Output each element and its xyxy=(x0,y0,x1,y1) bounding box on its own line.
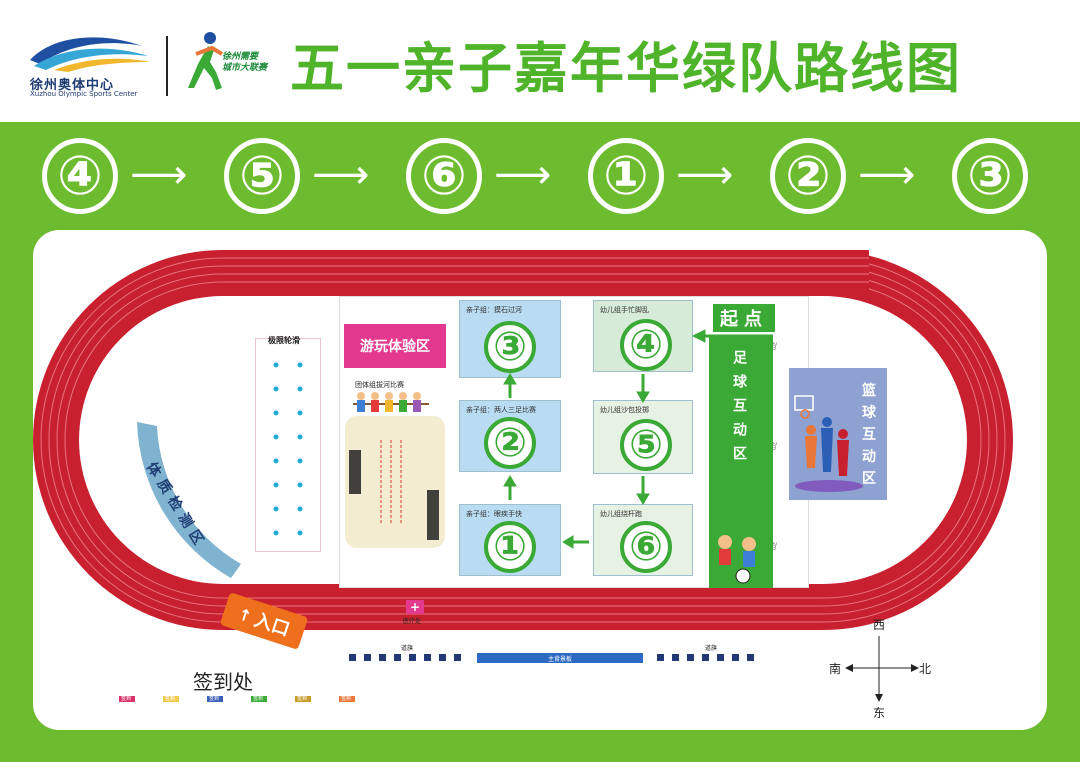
route-step-2: ② xyxy=(770,138,846,214)
route-step-1: ① xyxy=(588,138,664,214)
compass-east: 东 xyxy=(873,706,886,720)
flag-right-label: 道旗 xyxy=(705,645,718,652)
tug-of-war-label: 团体组拔河比赛 xyxy=(355,381,404,389)
measure-mark: 2m xyxy=(771,542,777,551)
runner-figure-icon xyxy=(188,32,224,90)
medical-cross-icon: + xyxy=(406,600,424,614)
station-2-caption: 亲子组：两人三足比赛 xyxy=(466,406,536,414)
flag-icon xyxy=(409,654,416,661)
compass-north: 北 xyxy=(919,662,932,676)
flag-icon xyxy=(349,654,356,661)
station-3-zone: 亲子组：摸石过河 ③ xyxy=(459,300,561,378)
route-arrow-icon: ⟶ xyxy=(494,152,552,198)
station-5-zone: 幼儿组沙包投掷 ⑤ xyxy=(593,400,693,474)
checkin-title: 签到处 xyxy=(193,670,253,694)
station-1-zone: 亲子组：眼疾手快 ① xyxy=(459,504,561,576)
logo2-name: 徐州需要城市大联赛 xyxy=(222,52,268,73)
route-step-4: ④ xyxy=(42,138,118,214)
flag-icon xyxy=(672,654,679,661)
flag-left-label: 道旗 xyxy=(401,645,414,652)
flag-icon xyxy=(439,654,446,661)
compass-south: 南 xyxy=(829,662,842,676)
compass-west: 西 xyxy=(873,618,886,632)
page-title: 五一亲子嘉年华绿队路线图 xyxy=(290,37,962,100)
checkin-desk: 签到处 xyxy=(339,696,355,709)
station-2-marker: ② xyxy=(484,417,536,469)
route-arrow-icon: ⟶ xyxy=(312,152,370,198)
route-arrow-icon: ⟶ xyxy=(858,152,916,198)
station-1-marker: ① xyxy=(484,521,536,573)
flag-icon xyxy=(454,654,461,661)
medical-label: 医疗处 xyxy=(403,618,422,625)
skating-zone-label: 极限轮滑 xyxy=(268,336,300,345)
flag-icon xyxy=(379,654,386,661)
xuzhou-olympic-logo: 徐州奥体中心 Xuzhou Olympic Sports Center xyxy=(24,28,154,100)
flag-icon xyxy=(702,654,709,661)
station-5-caption: 幼儿组沙包投掷 xyxy=(600,406,649,414)
flag-icon xyxy=(732,654,739,661)
logo-divider xyxy=(166,36,168,96)
route-sequence: ④ ⟶ ⑤ ⟶ ⑥ ⟶ ① ⟶ ② ⟶ ③ xyxy=(0,130,1080,220)
station-4-marker: ④ xyxy=(620,319,672,371)
flag-icon xyxy=(657,654,664,661)
basketball-zone-label: 篮球互动区 xyxy=(862,383,876,487)
flag-icon xyxy=(424,654,431,661)
football-zone: 足球互动区 xyxy=(709,336,773,588)
route-step-6: ⑥ xyxy=(406,138,482,214)
skating-cones xyxy=(273,362,303,536)
route-step-3: ③ xyxy=(952,138,1028,214)
station-6-zone: 幼儿组绕杆跑 ⑥ xyxy=(593,504,693,576)
checkin-desk: 签到处 xyxy=(295,696,311,709)
flag-icon xyxy=(364,654,371,661)
venue-map: 体质检测区 极限轮滑 游玩体验区 团体组拔河比赛 xyxy=(33,230,1047,730)
basketball-zone: 篮球互动区 xyxy=(789,368,887,500)
station-2-zone: 亲子组：两人三足比赛 ② xyxy=(459,400,561,472)
flag-icon xyxy=(394,654,401,661)
flag-icon xyxy=(687,654,694,661)
station-6-marker: ⑥ xyxy=(620,521,672,573)
checkin-desk: 签到处 xyxy=(251,696,267,709)
station-6-caption: 幼儿组绕杆跑 xyxy=(600,510,642,518)
checkin-desk: 签到处 xyxy=(207,696,223,709)
entrance-arrow-icon: ↑ xyxy=(235,603,255,626)
flag-icon xyxy=(717,654,724,661)
city-league-logo: 徐州需要城市大联赛 xyxy=(182,30,282,100)
tug-of-war-figures-icon xyxy=(353,392,429,412)
station-5-marker: ⑤ xyxy=(620,419,672,471)
play-zone-label: 游玩体验区 xyxy=(344,324,446,368)
football-zone-label: 足球互动区 xyxy=(731,350,747,470)
olympic-center-swoosh-icon xyxy=(30,37,150,72)
checkin-desk: 签到处 xyxy=(119,696,135,709)
station-3-marker: ③ xyxy=(484,321,536,373)
start-point-label: 起点 xyxy=(711,302,777,334)
tug-of-war-field xyxy=(345,416,445,548)
header: 徐州奥体中心 Xuzhou Olympic Sports Center 徐州需要… xyxy=(0,0,1080,122)
route-arrow-icon: ⟶ xyxy=(130,152,188,198)
logo1-name: 徐州奥体中心 xyxy=(30,78,115,93)
compass-icon xyxy=(845,636,919,702)
main-board: 主背景板 xyxy=(477,653,643,663)
flag-icon xyxy=(747,654,754,661)
route-step-5: ⑤ xyxy=(224,138,300,214)
logo1-english-name: Xuzhou Olympic Sports Center xyxy=(30,90,138,98)
checkin-desk: 签到处 xyxy=(163,696,179,709)
station-4-caption: 幼儿组手忙脚乱 xyxy=(600,306,649,314)
basketball-players-icon xyxy=(794,395,863,492)
tug-of-war-rope-lines xyxy=(349,440,439,540)
skating-zone: 极限轮滑 xyxy=(255,336,321,552)
football-kids-icon xyxy=(718,535,756,584)
measure-mark: 2m xyxy=(771,442,777,451)
station-1-caption: 亲子组：眼疾手快 xyxy=(466,510,522,518)
route-arrow-icon: ⟶ xyxy=(676,152,734,198)
measure-mark: 2m xyxy=(771,342,777,351)
station-3-caption: 亲子组：摸石过河 xyxy=(466,306,522,314)
